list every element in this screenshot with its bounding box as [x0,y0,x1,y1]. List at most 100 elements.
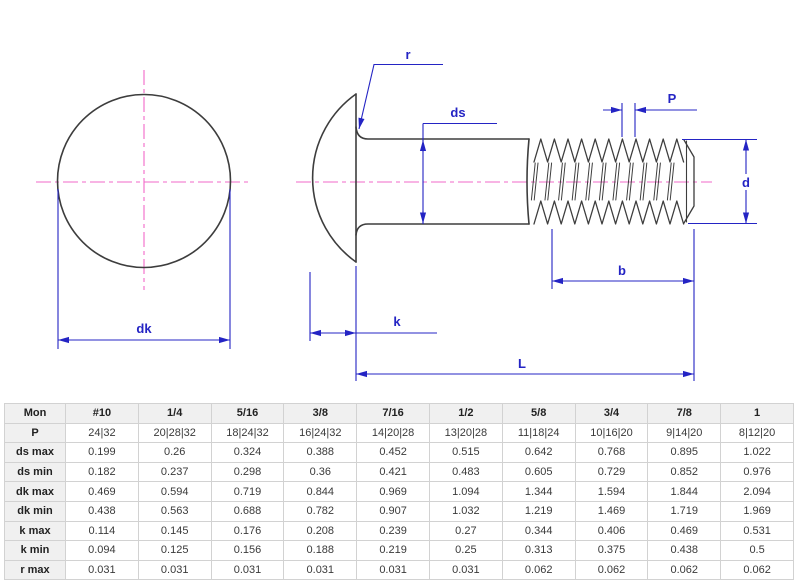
carriage-bolt-technical-drawing: dk r ds P d b k L [0,0,800,400]
value-cell: 9|14|20 [648,423,721,443]
value-cell: 8|12|20 [721,423,794,443]
p-label: P [668,91,677,106]
bolt-outlines [58,94,695,268]
spec-table-body: Mon#101/45/163/87/161/25/83/47/81P24|322… [5,404,794,580]
table-row: dk max0.4690.5940.7190.8440.9691.0941.34… [5,482,794,502]
value-cell: 0.844 [284,482,357,502]
table-row: k min0.0940.1250.1560.1880.2190.250.3130… [5,541,794,561]
table-row: k max0.1140.1450.1760.2080.2390.270.3440… [5,521,794,541]
row-label-cell: r max [5,560,66,580]
column-header-cell: #10 [66,404,139,424]
table-row: ds min0.1820.2370.2980.360.4210.4830.605… [5,462,794,482]
value-cell: 0.031 [284,560,357,580]
column-header-cell: 7/8 [648,404,721,424]
value-cell: 0.208 [284,521,357,541]
value-cell: 1.094 [429,482,502,502]
value-cell: 24|32 [66,423,139,443]
value-cell: 0.26 [138,443,211,463]
value-cell: 0.782 [284,501,357,521]
value-cell: 0.062 [575,560,648,580]
column-header-cell: 7/16 [357,404,430,424]
value-cell: 1.022 [721,443,794,463]
value-cell: 0.438 [648,541,721,561]
drawing-svg: dk r ds P d b k L [0,0,800,400]
value-cell: 0.031 [429,560,502,580]
value-cell: 1.219 [502,501,575,521]
row-label-cell: ds max [5,443,66,463]
value-cell: 1.344 [502,482,575,502]
value-cell: 0.729 [575,462,648,482]
thread-crest-top [534,139,684,162]
column-header-cell: 1 [721,404,794,424]
value-cell: 0.375 [575,541,648,561]
value-cell: 0.605 [502,462,575,482]
value-cell: 0.031 [66,560,139,580]
value-cell: 0.388 [284,443,357,463]
value-cell: 1.719 [648,501,721,521]
column-header-cell: 5/8 [502,404,575,424]
value-cell: 0.031 [211,560,284,580]
value-cell: 1.844 [648,482,721,502]
r-leader-line [359,65,443,130]
value-cell: 0.182 [66,462,139,482]
head-dome-profile [313,94,356,262]
value-cell: 0.594 [138,482,211,502]
value-cell: 0.976 [721,462,794,482]
row-label-cell: ds min [5,462,66,482]
value-cell: 0.438 [66,501,139,521]
value-cell: 0.768 [575,443,648,463]
table-row: Mon#101/45/163/87/161/25/83/47/81 [5,404,794,424]
value-cell: 11|18|24 [502,423,575,443]
row-label-cell: k max [5,521,66,541]
value-cell: 0.515 [429,443,502,463]
table-row: P24|3220|28|3218|24|3216|24|3214|20|2813… [5,423,794,443]
table-row: r max0.0310.0310.0310.0310.0310.0310.062… [5,560,794,580]
shank-top-edge [356,127,529,139]
value-cell: 0.062 [502,560,575,580]
row-label-cell: Mon [5,404,66,424]
value-cell: 0.199 [66,443,139,463]
value-cell: 0.563 [138,501,211,521]
value-cell: 1.969 [721,501,794,521]
value-cell: 0.094 [66,541,139,561]
l-label: L [518,356,526,371]
value-cell: 0.313 [502,541,575,561]
value-cell: 2.094 [721,482,794,502]
spec-table: Mon#101/45/163/87/161/25/83/47/81P24|322… [4,403,794,580]
value-cell: 0.114 [66,521,139,541]
row-label-cell: k min [5,541,66,561]
value-cell: 0.483 [429,462,502,482]
dimension-lines [58,65,757,382]
value-cell: 0.27 [429,521,502,541]
thread-crest-bottom [534,201,684,224]
value-cell: 14|20|28 [357,423,430,443]
row-label-cell: dk max [5,482,66,502]
row-label-cell: dk min [5,501,66,521]
value-cell: 0.324 [211,443,284,463]
value-cell: 0.031 [357,560,430,580]
value-cell: 0.719 [211,482,284,502]
column-header-cell: 3/4 [575,404,648,424]
column-header-cell: 1/4 [138,404,211,424]
ds-label: ds [450,105,465,120]
value-cell: 0.469 [66,482,139,502]
value-cell: 0.031 [138,560,211,580]
value-cell: 0.421 [357,462,430,482]
value-cell: 0.219 [357,541,430,561]
value-cell: 0.469 [648,521,721,541]
value-cell: 0.237 [138,462,211,482]
value-cell: 0.239 [357,521,430,541]
value-cell: 1.594 [575,482,648,502]
value-cell: 0.969 [357,482,430,502]
value-cell: 10|16|20 [575,423,648,443]
value-cell: 0.062 [648,560,721,580]
value-cell: 0.145 [138,521,211,541]
value-cell: 0.531 [721,521,794,541]
value-cell: 20|28|32 [138,423,211,443]
value-cell: 0.642 [502,443,575,463]
row-label-cell: P [5,423,66,443]
value-cell: 1.032 [429,501,502,521]
value-cell: 18|24|32 [211,423,284,443]
dk-label: dk [136,321,152,336]
value-cell: 0.125 [138,541,211,561]
